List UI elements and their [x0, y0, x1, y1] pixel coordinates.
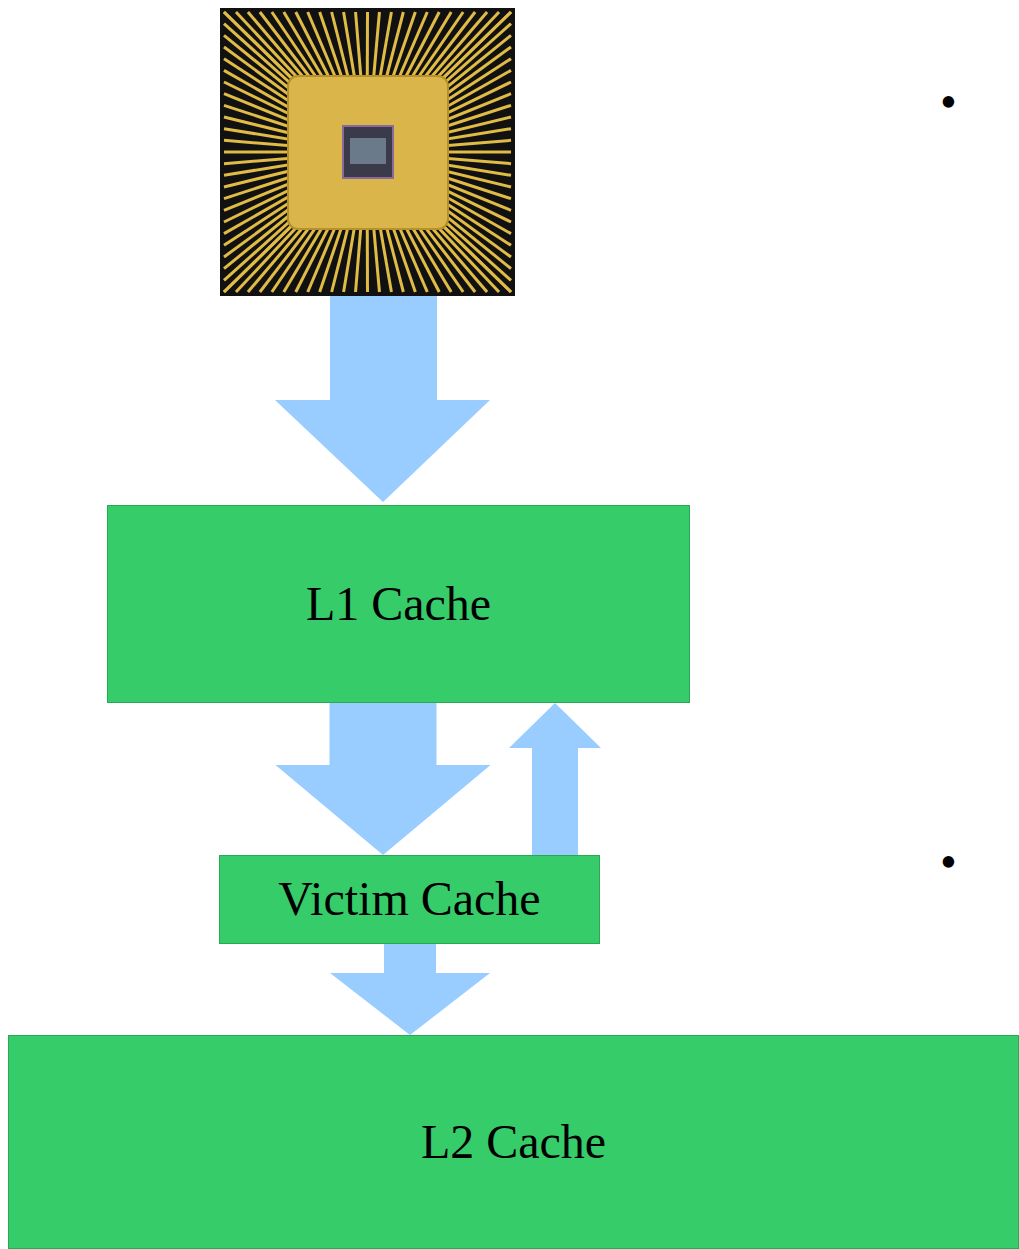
cache-label: Victim Cache [278, 873, 540, 926]
chip-pins [224, 12, 511, 292]
bullet: • [940, 78, 957, 126]
chip-die [343, 126, 393, 178]
block-arrow [276, 703, 491, 855]
bullet: • [940, 838, 957, 886]
cache-label: L1 Cache [306, 578, 491, 631]
chip-cavity [288, 76, 448, 229]
chip-package [220, 8, 515, 296]
block-arrow [330, 944, 490, 1035]
block-arrow [509, 703, 601, 855]
cache-box: Victim Cache [219, 855, 600, 944]
cache-box: L2 Cache [8, 1035, 1019, 1249]
chip-die-core [350, 138, 386, 164]
cache-box: L1 Cache [107, 505, 690, 703]
block-arrow [275, 296, 490, 502]
cache-label: L2 Cache [421, 1116, 606, 1169]
